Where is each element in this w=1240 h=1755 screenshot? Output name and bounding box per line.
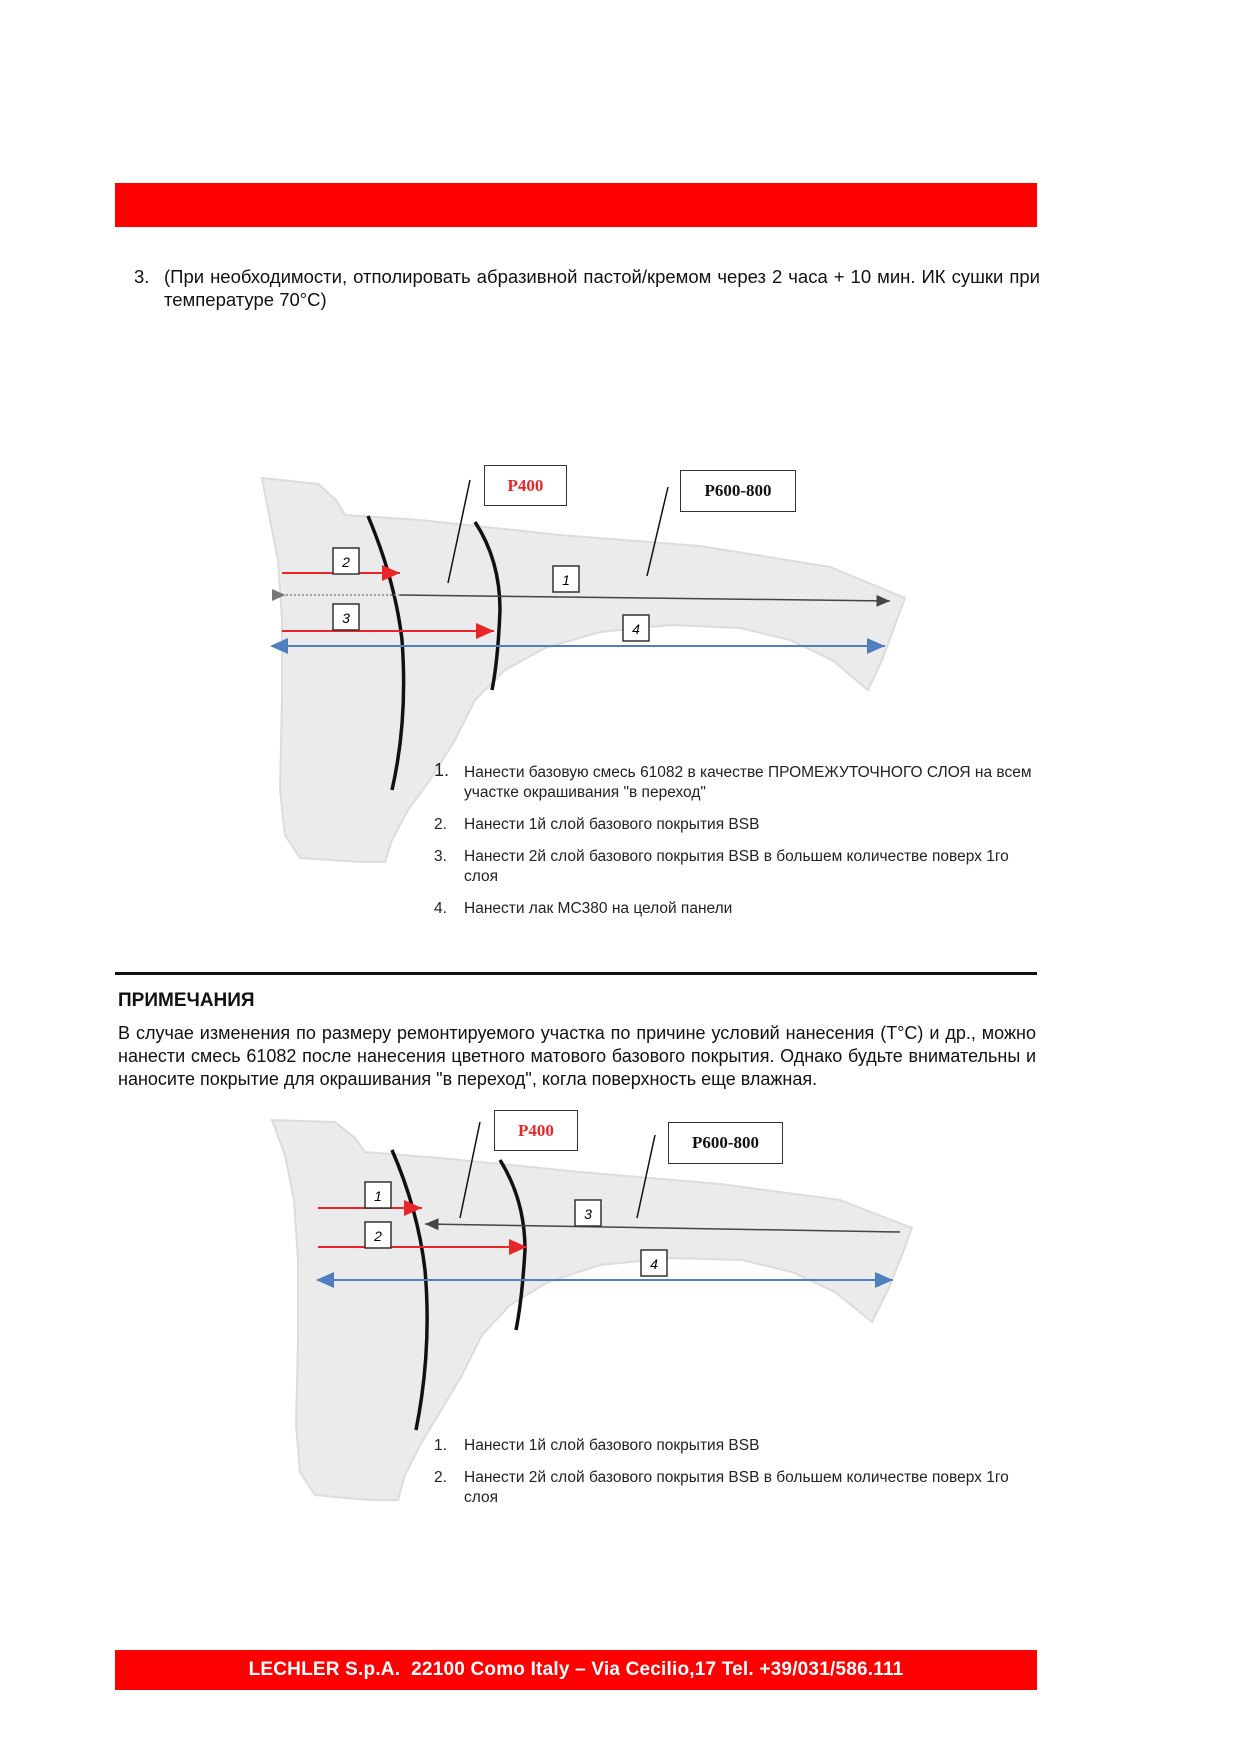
list-item-text: Нанести базовую смесь 61082 в качестве П…: [464, 764, 1032, 801]
p400-label-fig1: P400: [484, 465, 567, 506]
list-item-text: Нанести 2й слой базового покрытия BSB в …: [464, 848, 1009, 885]
step-3-paragraph: 3. (При необходимости, отполировать абра…: [134, 265, 1040, 311]
p600-text-fig2: P600-800: [691, 1133, 760, 1152]
footer-bar: LECHLER S.p.A. 22100 Como Italy – Via Ce…: [115, 1650, 1037, 1690]
marker-2-fig2: 2: [364, 1221, 392, 1249]
step-3-number: 3.: [134, 266, 150, 287]
svg-text:3: 3: [342, 610, 350, 626]
svg-text:4: 4: [632, 621, 640, 637]
list-item: 4. Нанести лак MC380 на целой панели: [434, 899, 1044, 919]
footer-text: LECHLER S.p.A. 22100 Como Italy – Via Ce…: [248, 1659, 904, 1680]
figure-1-steps: 1. Нанести базовую смесь 61082 в качестве…: [434, 760, 1044, 931]
marker-3-fig1: 3: [332, 603, 360, 631]
svg-text:2: 2: [373, 1228, 382, 1244]
step-3-text: (При необходимости, отполировать абразив…: [164, 266, 1040, 310]
list-item-number: 1.: [434, 760, 450, 780]
list-item-number: 4.: [434, 900, 447, 917]
p400-text-fig1: P400: [507, 475, 544, 495]
list-item: 3. Нанести 2й слой базового покрытия BSB …: [434, 847, 1044, 887]
svg-text:4: 4: [650, 1256, 658, 1272]
list-item-number: 3.: [434, 848, 447, 865]
notes-title: ПРИМЕЧАНИЯ: [118, 990, 255, 1011]
list-item-number: 1.: [434, 1437, 447, 1454]
list-item-text: Нанести 2й слой базового покрытия BSB в …: [464, 1469, 1009, 1506]
p600-label-fig1: P600-800: [680, 470, 796, 512]
svg-text:1: 1: [562, 572, 570, 588]
list-item-number: 2.: [434, 1469, 447, 1486]
p400-text-fig2: P400: [518, 1120, 554, 1140]
p400-label-fig2: P400: [494, 1110, 578, 1151]
marker-4-fig2: 4: [640, 1249, 668, 1277]
p600-text-fig1: P600-800: [704, 481, 772, 500]
marker-1-fig2: 1: [364, 1181, 392, 1209]
list-item-text: Нанести 1й слой базового покрытия BSB: [464, 1437, 760, 1454]
marker-4-fig1: 4: [622, 614, 650, 642]
svg-text:1: 1: [374, 1188, 382, 1204]
list-item: 1. Нанести 1й слой базового покрытия BSB: [434, 1436, 1044, 1456]
section-divider: [115, 972, 1037, 975]
fender-diagram-1: 2 1 3 4: [260, 476, 907, 863]
list-item: 1. Нанести базовую смесь 61082 в качестве…: [434, 760, 1044, 803]
notes-text: В случае изменения по размеру ремонтируе…: [118, 1023, 1036, 1089]
list-item: 2. Нанести 2й слой базового покрытия BSB …: [434, 1468, 1044, 1508]
marker-2-fig1: 2: [332, 547, 360, 575]
svg-text:3: 3: [584, 1206, 592, 1222]
svg-text:2: 2: [341, 554, 350, 570]
list-item-text: Нанести 1й слой базового покрытия BSB: [464, 816, 760, 833]
marker-3-fig2: 3: [574, 1199, 602, 1227]
fender-diagram-2: 1 2 3 4: [270, 1118, 914, 1501]
list-item-number: 2.: [434, 816, 447, 833]
list-item-text: Нанести лак MC380 на целой панели: [464, 900, 733, 917]
list-item: 2. Нанести 1й слой базового покрытия BSB: [434, 815, 1044, 835]
figure-2-steps: 1.Нанести 1й слой базового покрытия BSB …: [434, 1436, 1044, 1520]
marker-1-fig1: 1: [552, 565, 580, 593]
header-bar: [115, 183, 1037, 227]
p600-label-fig2: P600-800: [668, 1122, 783, 1164]
